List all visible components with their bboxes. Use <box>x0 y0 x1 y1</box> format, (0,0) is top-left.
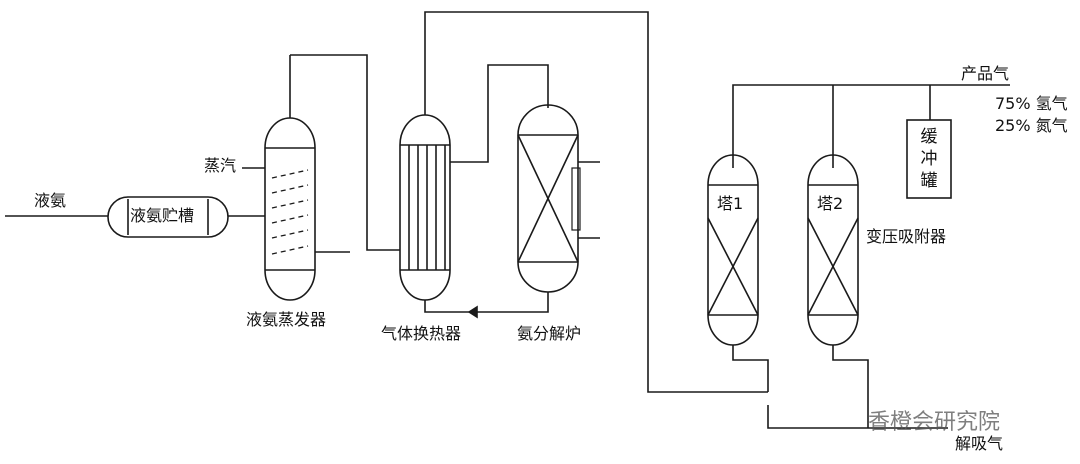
watermark: 香橙会研究院 <box>868 410 1001 435</box>
label-tower2: 塔2 <box>817 194 844 213</box>
label-heat-exchanger: 气体换热器 <box>381 324 462 343</box>
label-psa: 变压吸附器 <box>866 227 947 246</box>
label-cracker: 氨分解炉 <box>517 324 582 343</box>
evaporator-shape <box>242 55 350 301</box>
cracker-shape <box>517 104 600 293</box>
label-nitrogen: 25% 氮气 <box>995 116 1068 135</box>
label-storage-tank: 液氨贮槽 <box>130 206 195 225</box>
label-tower1: 塔1 <box>717 194 744 213</box>
tower1-shape <box>707 154 759 346</box>
tower2-shape <box>807 154 859 346</box>
label-buffer-tank: 缓冲罐 <box>920 127 938 191</box>
label-steam: 蒸汽 <box>204 156 237 175</box>
label-desorption-gas: 解吸气 <box>955 434 1004 453</box>
storage-tank-shape <box>107 196 229 238</box>
label-product-gas: 产品气 <box>961 64 1010 83</box>
heat-exchanger-shape <box>399 114 451 301</box>
label-hydrogen: 75% 氢气 <box>995 94 1068 113</box>
label-liquid-ammonia: 液氨 <box>34 191 67 210</box>
buffer-tank-shape <box>906 119 952 199</box>
label-evaporator: 液氨蒸发器 <box>246 310 327 329</box>
